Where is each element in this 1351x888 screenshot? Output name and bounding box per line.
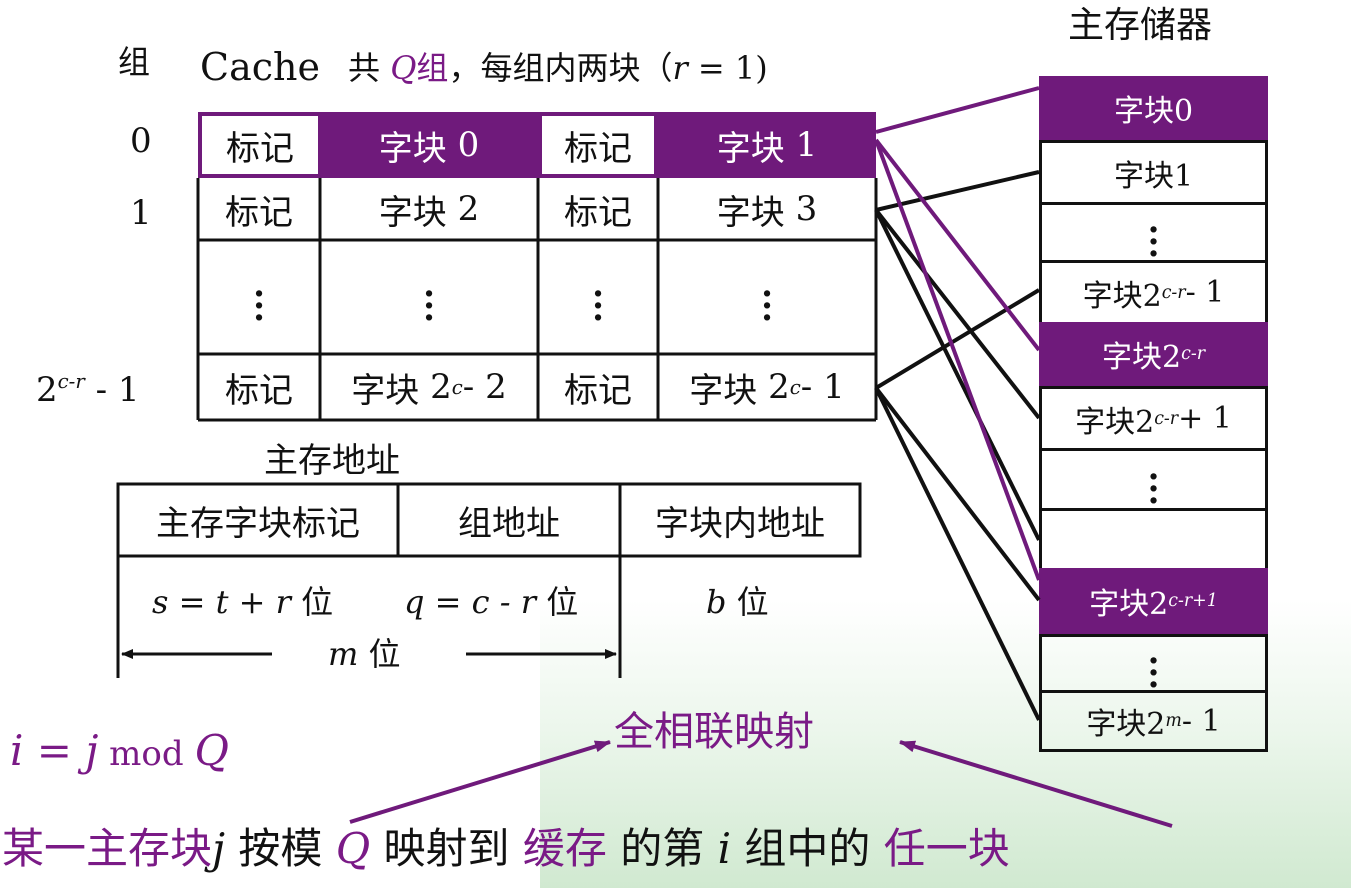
arrow-to-label-left xyxy=(350,742,610,822)
cache-grid xyxy=(198,178,876,420)
mapping-lines-black xyxy=(876,172,1039,720)
mapping-lines-purple xyxy=(876,88,1039,580)
arrow-to-label-right xyxy=(900,742,1172,826)
address-grid xyxy=(118,484,860,678)
